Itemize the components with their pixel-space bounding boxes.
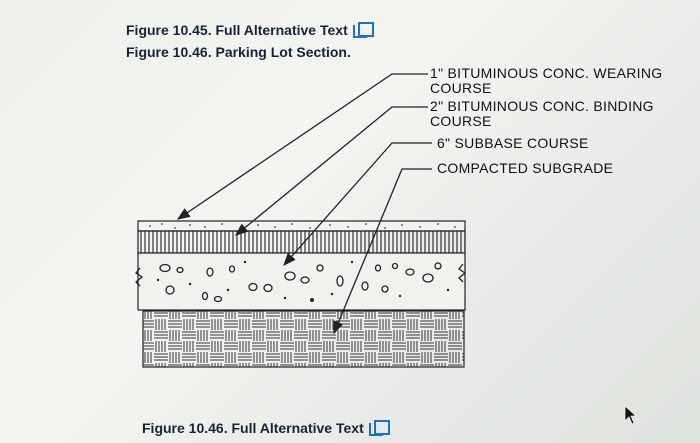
- figure-caption: Figure 10.46. Parking Lot Section.: [126, 44, 351, 60]
- alt-text-link-label: Figure 10.45. Full Alternative Text: [126, 22, 348, 38]
- alt-text-link-10-46[interactable]: Figure 10.46. Full Alternative Text: [142, 420, 390, 436]
- external-window-icon[interactable]: [352, 22, 374, 38]
- callout-subbase-course: 6" SUBBASE COURSE: [437, 135, 589, 151]
- callout-binding-course: 2" BITUMINOUS CONC. BINDING COURSE: [430, 98, 654, 129]
- subbase-course-layer: [135, 252, 467, 311]
- alt-text-link-10-45[interactable]: Figure 10.45. Full Alternative Text: [126, 22, 374, 38]
- external-window-icon[interactable]: [368, 420, 390, 436]
- wearing-course-layer: [137, 220, 466, 232]
- leader-lines: [176, 73, 432, 335]
- callout-wearing-course: 1" BITUMINOUS CONC. WEARING COURSE: [430, 65, 663, 96]
- binding-course-layer: [137, 230, 466, 254]
- alt-text-link-label: Figure 10.46. Full Alternative Text: [142, 420, 364, 436]
- mouse-pointer-icon: [624, 405, 638, 425]
- callout-compacted-subgrade: COMPACTED SUBGRADE: [437, 160, 614, 176]
- compacted-subgrade-layer: [142, 310, 465, 368]
